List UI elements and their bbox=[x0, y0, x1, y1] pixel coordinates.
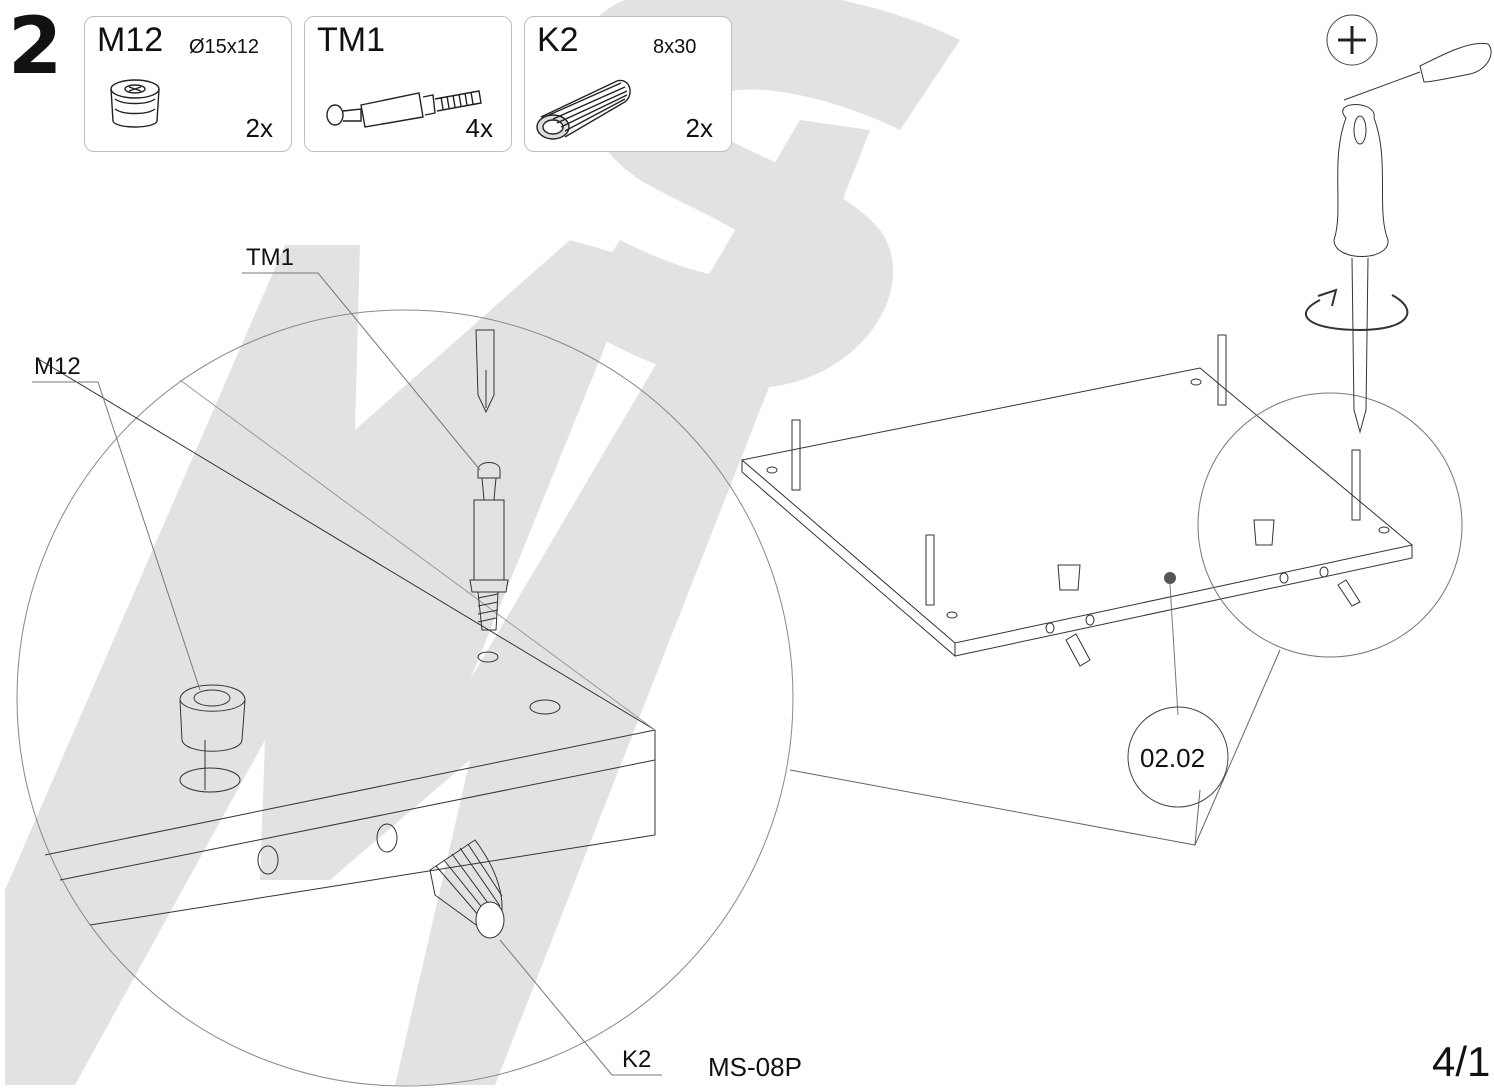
detail-magnify-circle bbox=[16, 309, 794, 1087]
document-code: MS-08P bbox=[708, 1052, 802, 1082]
part-size: Ø15x12 bbox=[189, 36, 260, 58]
overview-detail-circle bbox=[1197, 392, 1463, 658]
rotation-arrow bbox=[1305, 294, 1409, 332]
detail-connector-lines bbox=[789, 649, 1281, 846]
part-code: M12 bbox=[97, 21, 164, 59]
overview-panel bbox=[740, 367, 1414, 658]
step-number: 2 bbox=[8, 2, 63, 92]
tool-screwdriver-icon bbox=[1343, 42, 1492, 101]
phillips-symbol-circle bbox=[1326, 14, 1378, 66]
panel-marker-dot bbox=[1164, 572, 1176, 584]
cam-lock-nut-icon bbox=[110, 79, 160, 128]
panel-reference-label: 02.02 bbox=[1140, 743, 1206, 773]
detail-m12-camlock bbox=[179, 684, 246, 790]
detail-tm1-bolt bbox=[469, 462, 509, 631]
page-number: 4/1 bbox=[1432, 1038, 1491, 1085]
detail-screwdriver-tip bbox=[475, 329, 495, 414]
wooden-dowel-icon bbox=[536, 79, 631, 140]
part-card-tm1: TM1 4x bbox=[304, 16, 512, 152]
screwdriver-handle bbox=[1333, 104, 1389, 257]
part-code: TM1 bbox=[317, 21, 385, 59]
part-code: K2 bbox=[537, 21, 579, 59]
callout-label-m12: M12 bbox=[34, 353, 81, 380]
detail-panel-outline bbox=[39, 359, 656, 926]
callout-leader-m12 bbox=[32, 381, 201, 691]
callout-leader-tm1 bbox=[242, 272, 481, 471]
part-quantity: 2x bbox=[685, 113, 713, 143]
panel-reference-bubble bbox=[1127, 706, 1229, 808]
callout-leader-k2 bbox=[499, 939, 662, 1076]
part-quantity: 4x bbox=[465, 113, 493, 143]
callout-label-tm1: TM1 bbox=[246, 244, 294, 271]
part-card-m12: M12 Ø15x12 2x bbox=[84, 16, 292, 152]
cam-bolt-icon bbox=[326, 90, 482, 128]
part-card-k2: K2 8x30 2x bbox=[524, 16, 732, 152]
part-size: 8x30 bbox=[653, 36, 697, 58]
part-quantity: 2x bbox=[245, 113, 273, 143]
callout-label-k2: K2 bbox=[622, 1046, 652, 1073]
